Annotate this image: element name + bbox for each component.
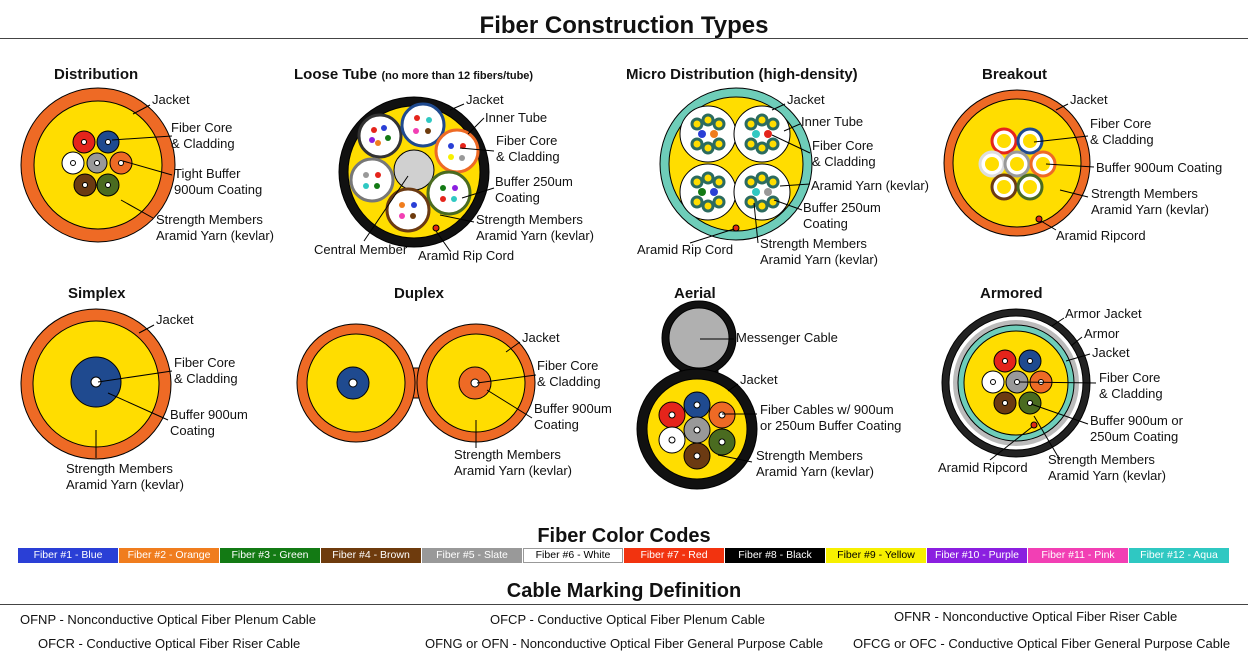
breakout-buffer-label: Buffer 900um Coating (1096, 160, 1223, 175)
distribution-strength-label: Strength Members Aramid Yarn (kevlar) (156, 212, 274, 243)
aerial-messenger-label: Messenger Cable (736, 330, 838, 345)
loose-tube-heading: Loose Tube (294, 66, 378, 83)
breakout-title: Breakout (982, 66, 1048, 83)
color-swatch-6: Fiber #6 - White (523, 548, 624, 563)
breakout-strength-label: Strength Members Aramid Yarn (kevlar) (1091, 186, 1209, 217)
title-rule (0, 38, 1248, 39)
color-swatch-5: Fiber #5 - Slate (422, 548, 523, 563)
micro-strength-label: Strength Members Aramid Yarn (kevlar) (760, 236, 878, 267)
duplex-title: Duplex (394, 285, 445, 302)
leader-lines (95, 103, 1097, 463)
breakout-fiber-core-label: Fiber Core & Cladding (1090, 116, 1154, 147)
armored-buffer-label: Buffer 900um or 250um Coating (1090, 413, 1183, 444)
color-codes-title: Fiber Color Codes (537, 525, 711, 547)
marking-title: Cable Marking Definition (506, 580, 742, 602)
marking-rule (0, 604, 1248, 605)
aerial-cable (636, 300, 758, 490)
armored-jacket-label: Jacket (1092, 345, 1130, 360)
micro-fiber-core-label: Fiber Core & Cladding (812, 138, 876, 169)
distribution-jacket-label: Jacket (152, 92, 190, 107)
micro-aramid-yarn-label: Aramid Yarn (kevlar) (811, 178, 929, 193)
color-swatch-1: Fiber #1 - Blue (18, 548, 119, 563)
aerial-strength-label: Strength Members Aramid Yarn (kevlar) (756, 448, 874, 479)
simplex-jacket-label: Jacket (156, 312, 194, 327)
distribution-cable (20, 87, 176, 243)
color-swatch-8: Fiber #8 - Black (725, 548, 826, 563)
color-swatch-4: Fiber #4 - Brown (321, 548, 422, 563)
marking-ofcg: OFCG or OFC - Conductive Optical Fiber G… (853, 636, 1231, 651)
loose-tube-title: Loose Tube (no more than 12 fibers/tube) (294, 66, 533, 84)
simplex-cable (20, 308, 172, 460)
loose-tube-jacket-label: Jacket (466, 92, 504, 107)
loose-tube-cable (338, 96, 490, 248)
armored-strength-label: Strength Members Aramid Yarn (kevlar) (1048, 452, 1166, 483)
breakout-ripcord-label: Aramid Ripcord (1056, 228, 1146, 243)
marking-ofng: OFNG or OFN - Nonconductive Optical Fibe… (425, 636, 824, 651)
armored-ripcord-label: Aramid Ripcord (938, 460, 1028, 475)
color-swatch-7: Fiber #7 - Red (624, 548, 725, 563)
loose-tube-fiber-core-label: Fiber Core & Cladding (496, 133, 560, 164)
armored-cable (941, 308, 1091, 458)
micro-distribution-cable (659, 87, 813, 241)
micro-rip-cord-label: Aramid Rip Cord (637, 242, 734, 257)
breakout-jacket-label: Jacket (1070, 92, 1108, 107)
duplex-strength-label: Strength Members Aramid Yarn (kevlar) (454, 447, 572, 478)
simplex-buffer-label: Buffer 900um Coating (170, 407, 248, 438)
loose-tube-inner-tube-label: Inner Tube (485, 110, 548, 125)
marking-ofcp: OFCP - Conductive Optical Fiber Plenum C… (490, 612, 766, 627)
distribution-fiber-core-label: Fiber Core & Cladding (171, 120, 235, 151)
distribution-title: Distribution (54, 66, 139, 83)
simplex-strength-label: Strength Members Aramid Yarn (kevlar) (66, 461, 184, 492)
micro-jacket-label: Jacket (787, 92, 825, 107)
loose-tube-rip-cord-label: Aramid Rip Cord (418, 248, 515, 263)
loose-tube-strength-label: Strength Members Aramid Yarn (kevlar) (476, 212, 594, 243)
breakout-cable (943, 89, 1091, 237)
aerial-fiber-cables-label: Fiber Cables w/ 900um or 250um Buffer Co… (760, 402, 902, 433)
simplex-fiber-core-label: Fiber Core & Cladding (174, 355, 238, 386)
loose-tube-buffer-label: Buffer 250um Coating (495, 174, 573, 205)
color-swatch-10: Fiber #10 - Purple (927, 548, 1028, 563)
micro-inner-tube-label: Inner Tube (801, 114, 864, 129)
color-swatch-11: Fiber #11 - Pink (1028, 548, 1129, 563)
distribution-buffer-label: Tight Buffer 900um Coating (174, 166, 263, 197)
armored-fiber-core-label: Fiber Core & Cladding (1099, 370, 1163, 401)
micro-buffer-label: Buffer 250um Coating (803, 200, 881, 231)
aerial-jacket-label: Jacket (740, 372, 778, 387)
marking-ofcr: OFCR - Conductive Optical Fiber Riser Ca… (38, 636, 301, 651)
color-swatch-9: Fiber #9 - Yellow (826, 548, 927, 563)
armored-armor-jacket-label: Armor Jacket (1065, 306, 1142, 321)
marking-ofnr: OFNR - Nonconductive Optical Fiber Riser… (894, 609, 1178, 624)
page-title: Fiber Construction Types (479, 12, 769, 39)
color-swatch-12: Fiber #12 - Aqua (1129, 548, 1230, 563)
duplex-jacket-label: Jacket (522, 330, 560, 345)
armored-armor-label: Armor (1084, 326, 1120, 341)
duplex-cable (296, 323, 536, 443)
aerial-title: Aerial (674, 285, 716, 302)
color-swatch-3: Fiber #3 - Green (220, 548, 321, 563)
color-code-bar: Fiber #1 - Blue Fiber #2 - Orange Fiber … (18, 548, 1230, 563)
micro-title: Micro Distribution (high-density) (626, 66, 858, 83)
color-swatch-2: Fiber #2 - Orange (119, 548, 220, 563)
duplex-fiber-core-label: Fiber Core & Cladding (537, 358, 601, 389)
duplex-buffer-label: Buffer 900um Coating (534, 401, 612, 432)
armored-title: Armored (980, 285, 1043, 302)
loose-tube-central-member-label: Central Member (314, 242, 408, 257)
loose-tube-note: (no more than 12 fibers/tube) (381, 70, 534, 82)
marking-ofnp: OFNP - Nonconductive Optical Fiber Plenu… (20, 612, 316, 627)
simplex-title: Simplex (68, 285, 126, 302)
